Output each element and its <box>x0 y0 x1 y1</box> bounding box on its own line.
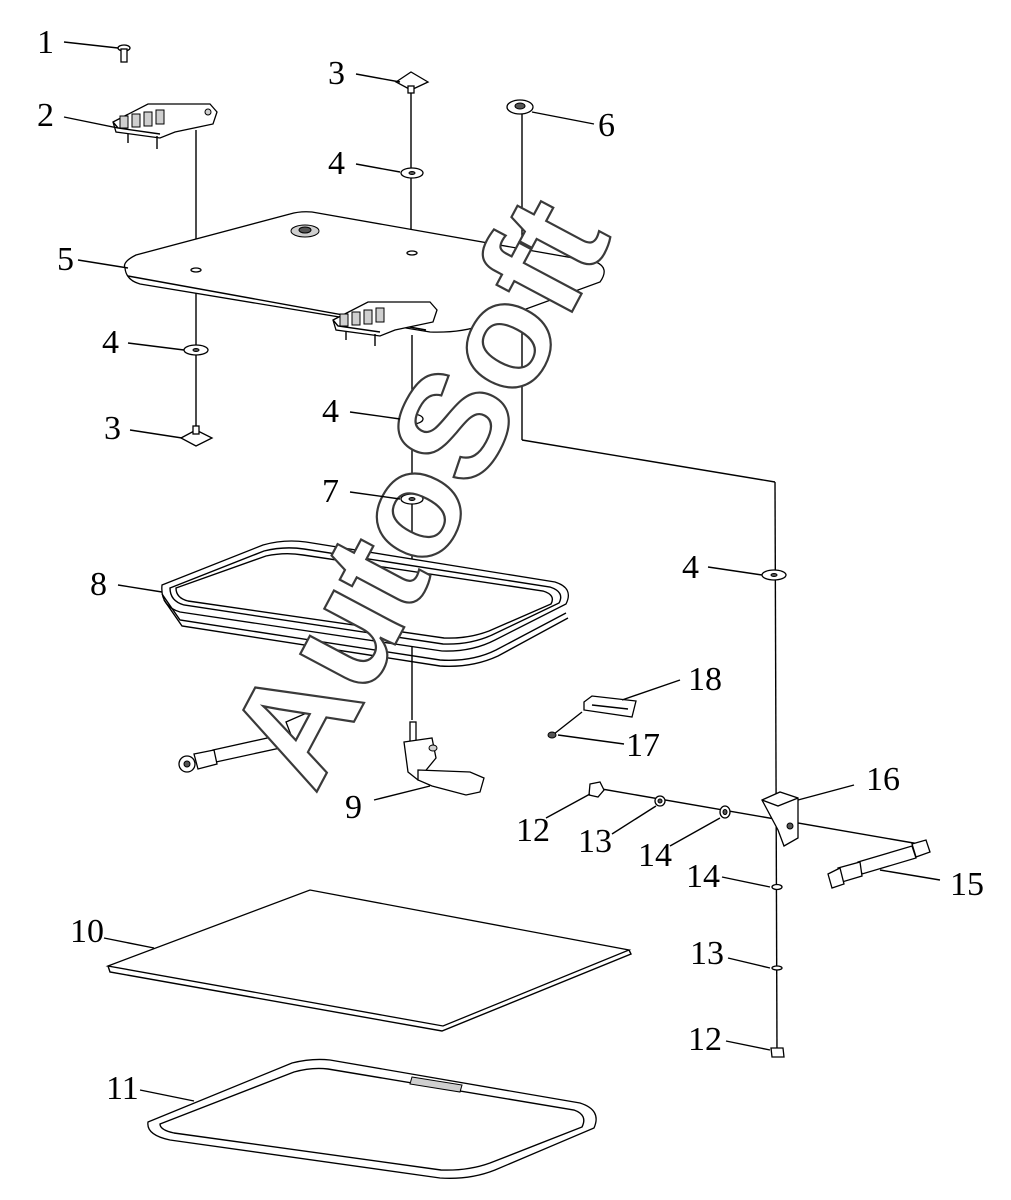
callout-6: 6 <box>598 107 615 144</box>
callout-15: 15 <box>950 866 984 903</box>
callout-4-left: 4 <box>102 324 119 361</box>
callout-16: 16 <box>866 761 900 798</box>
callout-18: 18 <box>688 661 722 698</box>
gas-strut-left <box>178 707 325 773</box>
screw-part-1 <box>117 44 131 63</box>
hinge-bracket-mounted <box>332 301 438 346</box>
callout-4-center: 4 <box>322 393 339 430</box>
callout-12-upper: 12 <box>516 812 550 849</box>
callout-2: 2 <box>37 97 54 134</box>
glass-panel-part-10 <box>105 889 632 1032</box>
nut-washer-set-vertical <box>770 883 785 1058</box>
callout-8: 8 <box>90 566 107 603</box>
leader-lines <box>63 41 941 1102</box>
callout-4-right: 4 <box>682 549 699 586</box>
frame-gasket-part-11 <box>147 1058 597 1179</box>
screw-part-17 <box>547 711 583 739</box>
bolt-part-3-top <box>394 71 430 94</box>
hinge-bracket-part-2 <box>112 103 218 149</box>
callout-12-lower: 12 <box>688 1021 722 1058</box>
callout-11: 11 <box>106 1070 139 1107</box>
callout-7: 7 <box>322 473 339 510</box>
bolt-part-3-lower <box>179 425 214 447</box>
bracket-part-16 <box>761 791 799 847</box>
callout-5: 5 <box>57 241 74 278</box>
callout-3-lower: 3 <box>104 410 121 447</box>
callout-9: 9 <box>345 789 362 826</box>
plate-part-18 <box>583 695 637 718</box>
handle-part-9 <box>403 721 485 796</box>
callout-14-lower: 14 <box>686 858 720 895</box>
callout-14-upper: 14 <box>638 837 672 874</box>
callout-3-top: 3 <box>328 55 345 92</box>
nut-washer-set-upper <box>588 781 731 819</box>
callout-4-top: 4 <box>328 145 345 182</box>
callout-13-upper: 13 <box>578 823 612 860</box>
gas-strut-part-15 <box>827 839 931 889</box>
callout-10: 10 <box>70 913 104 950</box>
washers <box>183 167 787 581</box>
callout-17: 17 <box>626 727 660 764</box>
callout-numbers: 1 2 3 3 4 4 4 4 5 6 7 8 9 10 11 12 12 13… <box>37 24 984 1107</box>
seal-frame-part-8 <box>161 540 569 667</box>
callout-1: 1 <box>37 24 54 61</box>
callout-13-lower: 13 <box>690 935 724 972</box>
grommet-part-6 <box>506 99 534 115</box>
